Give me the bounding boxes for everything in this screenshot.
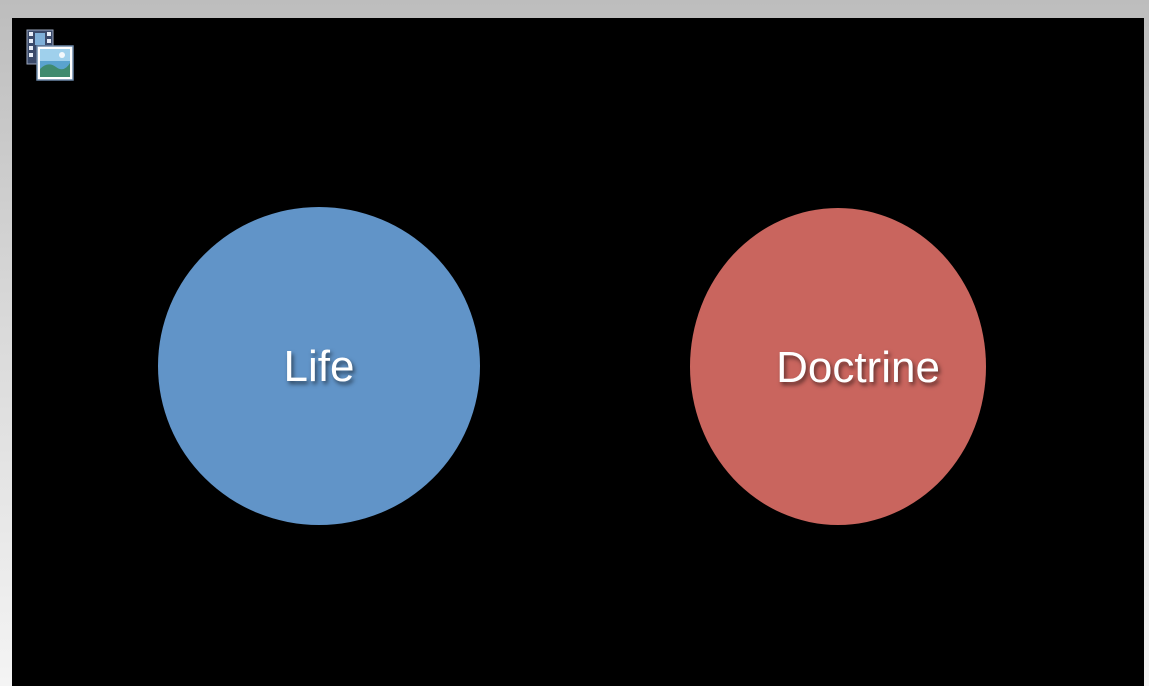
film-image-icon[interactable] [26, 29, 76, 83]
life-label: Life [283, 342, 355, 391]
doctrine-label: Doctrine [776, 342, 940, 392]
slide-viewer: Life Doctrine [12, 18, 1144, 686]
doctrine-circle: Doctrine [690, 208, 986, 525]
life-circle: Life [158, 207, 480, 525]
